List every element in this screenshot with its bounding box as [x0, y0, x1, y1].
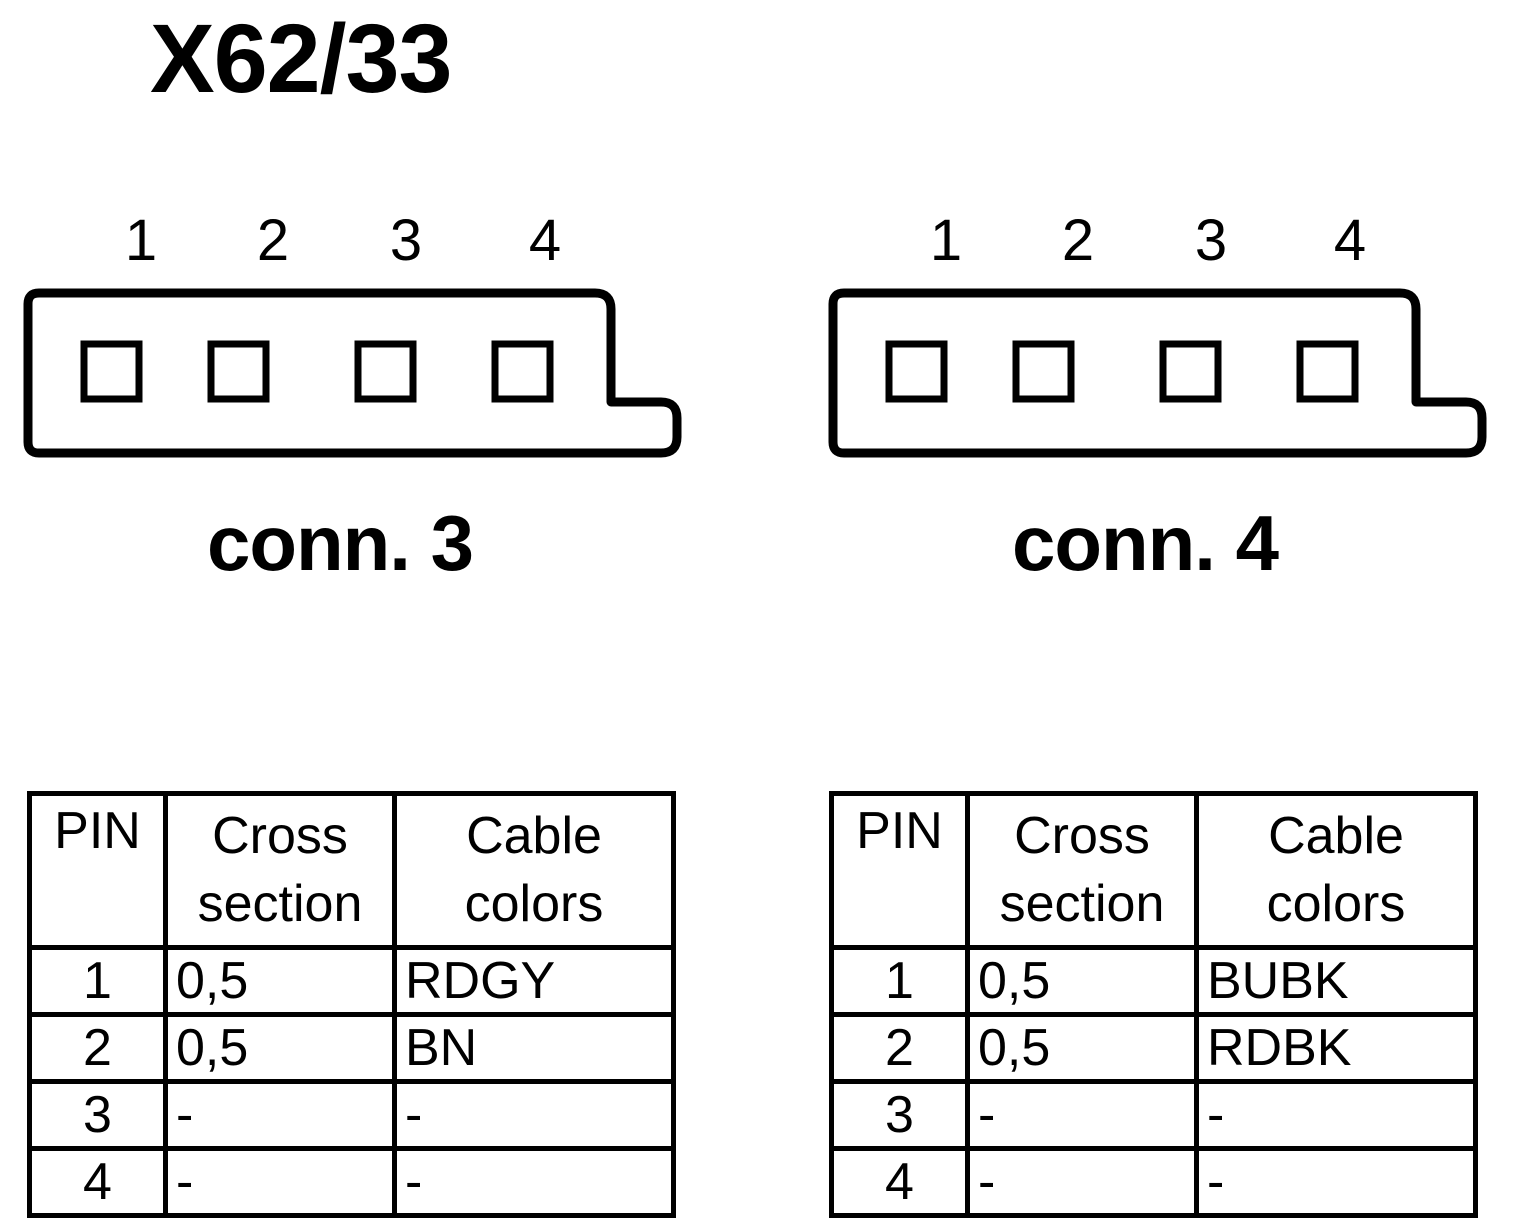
cell-cross-section: 0,5 — [965, 1012, 1199, 1084]
pin-number-4: 4 — [1333, 208, 1367, 273]
pinout-table-conn-3-wrapper: PIN Cross section Cable colors 1 0,5 RDG… — [27, 791, 676, 1218]
table-row: 3 - - — [27, 1079, 676, 1151]
cell-pin: 1 — [829, 945, 970, 1017]
page-title: X62/33 — [150, 4, 452, 113]
cell-cross-section: - — [965, 1146, 1199, 1218]
cell-pin: 3 — [829, 1079, 970, 1151]
pin-cavity-1 — [885, 340, 948, 403]
cell-cable-colors: BUBK — [1194, 945, 1478, 1017]
pin-cavity-2 — [207, 340, 270, 403]
column-header-cross-section: Cross section — [965, 791, 1199, 950]
cell-cable-colors: - — [1194, 1079, 1478, 1151]
table-body: 1 0,5 RDGY 2 0,5 BN 3 - - 4 - - — [27, 945, 676, 1218]
cell-cable-colors: - — [1194, 1146, 1478, 1218]
pin-cavity-3 — [1159, 340, 1222, 403]
cell-cable-colors: - — [392, 1079, 676, 1151]
cell-cable-colors: RDBK — [1194, 1012, 1478, 1084]
column-header-pin: PIN — [829, 791, 970, 950]
table-row: 4 - - — [27, 1146, 676, 1218]
pin-cavity-2 — [1012, 340, 1075, 403]
pin-number-2: 2 — [1061, 208, 1095, 273]
column-header-cable-colors-line2: colors — [1266, 875, 1406, 933]
connector-caption-conn-3: conn. 3 — [206, 499, 474, 587]
cell-cable-colors: - — [392, 1146, 676, 1218]
pin-cavity-3 — [354, 340, 417, 403]
table-body: 1 0,5 BUBK 2 0,5 RDBK 3 - - 4 - - — [829, 945, 1478, 1218]
column-header-cross-section-line1: Cross — [1014, 807, 1150, 865]
table-header-row: PIN Cross section Cable colors — [829, 791, 1478, 950]
table-row: 1 0,5 RDGY — [27, 945, 676, 1017]
cell-pin: 4 — [27, 1146, 168, 1218]
cell-cross-section: - — [163, 1146, 397, 1218]
cell-pin: 3 — [27, 1079, 168, 1151]
housing-outline — [828, 288, 1487, 458]
pin-cavity-4 — [1296, 340, 1359, 403]
pin-number-row: 1 2 3 4 — [28, 210, 606, 272]
cell-pin: 4 — [829, 1146, 970, 1218]
column-header-cross-section-line1: Cross — [212, 807, 348, 865]
column-header-cable-colors: Cable colors — [392, 791, 676, 950]
table-row: 1 0,5 BUBK — [829, 945, 1478, 1017]
column-header-cable-colors: Cable colors — [1194, 791, 1478, 950]
column-header-cross-section-line2: section — [197, 875, 363, 933]
pinout-table-conn-4: PIN Cross section Cable colors 1 0,5 BUB… — [829, 791, 1478, 1218]
housing-outline — [23, 288, 682, 458]
connector-housing-diagram — [827, 284, 1489, 462]
pin-number-row: 1 2 3 4 — [833, 210, 1411, 272]
pinout-table-conn-4-wrapper: PIN Cross section Cable colors 1 0,5 BUB… — [829, 791, 1478, 1218]
pin-number-4: 4 — [528, 208, 562, 273]
table-header: PIN Cross section Cable colors — [829, 791, 1478, 950]
connector-group-conn-3: 1 2 3 4 conn. 3 — [0, 0, 700, 620]
connector-group-conn-4: 1 2 3 4 conn. 4 — [805, 0, 1505, 620]
pin-number-3: 3 — [1194, 208, 1228, 273]
cell-cross-section: 0,5 — [965, 945, 1199, 1017]
column-header-cable-colors-line1: Cable — [466, 807, 602, 865]
pinout-table-conn-3: PIN Cross section Cable colors 1 0,5 RDG… — [27, 791, 676, 1218]
cell-pin: 2 — [27, 1012, 168, 1084]
pin-number-1: 1 — [124, 208, 158, 273]
cell-cross-section: - — [163, 1079, 397, 1151]
table-header: PIN Cross section Cable colors — [27, 791, 676, 950]
pin-number-2: 2 — [256, 208, 290, 273]
pin-cavity-4 — [491, 340, 554, 403]
cell-pin: 1 — [27, 945, 168, 1017]
pin-number-3: 3 — [389, 208, 423, 273]
connector-caption-conn-4: conn. 4 — [1011, 499, 1279, 587]
pin-cavity-1 — [80, 340, 143, 403]
cell-cross-section: 0,5 — [163, 1012, 397, 1084]
cell-cross-section: 0,5 — [163, 945, 397, 1017]
table-row: 2 0,5 BN — [27, 1012, 676, 1084]
cell-pin: 2 — [829, 1012, 970, 1084]
connector-housing-diagram — [22, 284, 684, 462]
column-header-pin: PIN — [27, 791, 168, 950]
table-row: 3 - - — [829, 1079, 1478, 1151]
cell-cross-section: - — [965, 1079, 1199, 1151]
table-row: 4 - - — [829, 1146, 1478, 1218]
table-row: 2 0,5 RDBK — [829, 1012, 1478, 1084]
cell-cable-colors: RDGY — [392, 945, 676, 1017]
pin-number-1: 1 — [929, 208, 963, 273]
column-header-cross-section: Cross section — [163, 791, 397, 950]
column-header-cross-section-line2: section — [999, 875, 1165, 933]
column-header-cable-colors-line1: Cable — [1268, 807, 1404, 865]
column-header-cable-colors-line2: colors — [464, 875, 604, 933]
table-header-row: PIN Cross section Cable colors — [27, 791, 676, 950]
cell-cable-colors: BN — [392, 1012, 676, 1084]
